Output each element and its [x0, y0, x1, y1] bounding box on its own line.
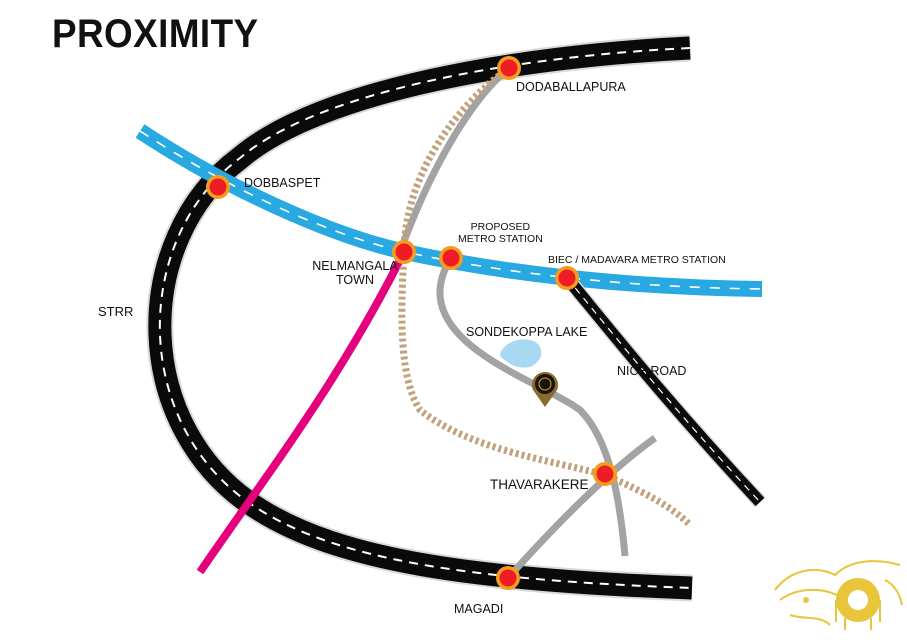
railway — [398, 65, 693, 528]
ornament-logo-icon — [774, 560, 903, 630]
sondekoppa-lake — [499, 339, 542, 368]
label-proposed-metro-line2: METRO STATION — [458, 233, 543, 246]
label-nelmangala: NELMANGALA TOWN — [308, 259, 402, 288]
pink-road — [196, 250, 408, 575]
location-pin-icon — [532, 372, 558, 407]
node-thavarakere — [593, 462, 617, 486]
label-nelmangala-line2: TOWN — [336, 273, 374, 288]
node-biec-metro — [555, 266, 579, 290]
nice-road — [561, 273, 766, 508]
label-sondekoppa-lake: SONDEKOPPA LAKE — [466, 325, 588, 339]
label-strr: STRR — [98, 304, 134, 319]
label-biec-metro: BIEC / MADAVARA METRO STATION — [548, 254, 726, 266]
node-nelmangala — [392, 240, 416, 264]
node-proposed-metro — [439, 246, 463, 270]
label-magadi: MAGADI — [454, 602, 504, 616]
node-dodaballapura — [497, 56, 521, 80]
label-proposed-metro-line1: PROPOSED — [470, 221, 531, 233]
label-dodaballapura: DODABALLAPURA — [516, 80, 626, 94]
label-proposed-metro: PROPOSED METRO STATION — [458, 221, 543, 245]
node-magadi — [496, 566, 520, 590]
label-nice-road: NICE ROAD — [617, 364, 687, 378]
page-title: PROXIMITY — [52, 12, 259, 56]
strr-highway — [146, 34, 693, 602]
node-dobbaspet — [206, 175, 230, 199]
label-nelmangala-line1: NELMANGALA — [312, 259, 398, 273]
label-dobbaspet: DOBBASPET — [244, 176, 321, 190]
label-thavarakere: THAVARAKERE — [490, 477, 589, 492]
